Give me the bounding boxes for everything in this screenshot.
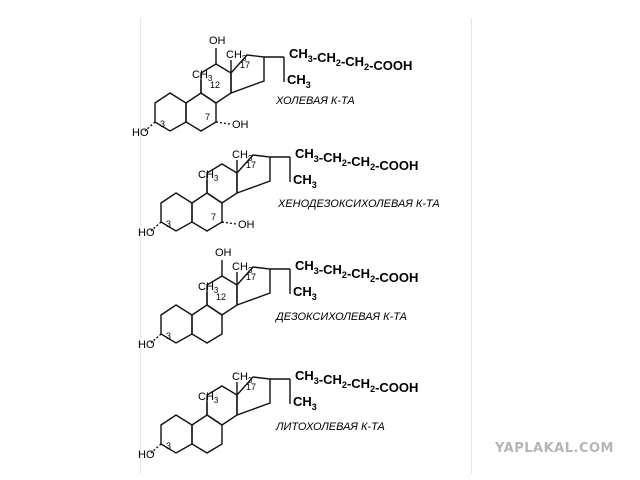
pos-17-1: 17 xyxy=(246,160,256,170)
pos-12: 12 xyxy=(210,80,220,90)
ho-3-3: HO xyxy=(138,449,155,461)
ho-3-1: HO xyxy=(138,227,155,239)
side-chain-methyl-3: CH3 xyxy=(293,394,317,412)
c18-methyl-3: CH3 xyxy=(232,371,253,385)
pos-12: 12 xyxy=(216,292,226,302)
c18-methyl-0: CH3 xyxy=(226,49,247,63)
oh-12: OH xyxy=(209,35,226,47)
side-chain-2: CH3-CH2-CH2-COOH xyxy=(295,258,418,285)
pos-17-3: 17 xyxy=(246,382,256,392)
acid-name-2: ДЕЗОКСИХОЛЕВАЯ К-ТА xyxy=(274,311,407,323)
pos-3-0: 3 xyxy=(160,119,165,129)
side-chain-methyl-0: CH3 xyxy=(287,72,311,90)
acid-name-0: ХОЛЕВАЯ К-ТА xyxy=(275,95,355,107)
side-chain-3: CH3-CH2-CH2-COOH xyxy=(295,368,418,395)
molecule-chenodeoxycholic: OH 7 xyxy=(150,154,291,232)
c19-methyl-2: CH3 xyxy=(198,281,219,295)
pos-7: 7 xyxy=(211,212,216,222)
oh-7: OH xyxy=(238,219,255,231)
ho-3-2: HO xyxy=(138,339,155,351)
c19-methyl-0: CH3 xyxy=(192,69,213,83)
ho-3-0: HO xyxy=(132,127,149,139)
pos-17-2: 17 xyxy=(246,272,256,282)
side-chain-0: CH3-CH2-CH2-COOH xyxy=(289,46,412,73)
pos-3-3: 3 xyxy=(166,441,171,451)
molecule-lithocholic xyxy=(150,376,291,454)
diagram-sheet xyxy=(140,18,472,474)
molecule-cholic: OH OH 12 7 xyxy=(144,35,285,132)
molecule-deoxycholic: OH 12 xyxy=(150,247,291,344)
acid-name-1: ХЕНОДЕЗОКСИХОЛЕВАЯ К-ТА xyxy=(277,198,440,210)
side-chain-1: CH3-CH2-CH2-COOH xyxy=(295,146,418,173)
c19-methyl-3: CH3 xyxy=(198,391,219,405)
side-chain-methyl-1: CH3 xyxy=(293,172,317,190)
watermark-text: YAPLAKAL.COM xyxy=(495,441,614,456)
c19-methyl-1: CH3 xyxy=(198,169,219,183)
acid-name-3: ЛИТОХОЛЕВАЯ К-ТА xyxy=(275,421,385,433)
pos-17-0: 17 xyxy=(240,60,250,70)
oh-7: OH xyxy=(232,119,249,131)
c18-methyl-2: CH3 xyxy=(232,261,253,275)
pos-7: 7 xyxy=(205,112,210,122)
side-chain-methyl-2: CH3 xyxy=(293,284,317,302)
pos-3-1: 3 xyxy=(166,219,171,229)
c18-methyl-1: CH3 xyxy=(232,149,253,163)
oh-12: OH xyxy=(215,247,232,259)
pos-3-2: 3 xyxy=(166,331,171,341)
